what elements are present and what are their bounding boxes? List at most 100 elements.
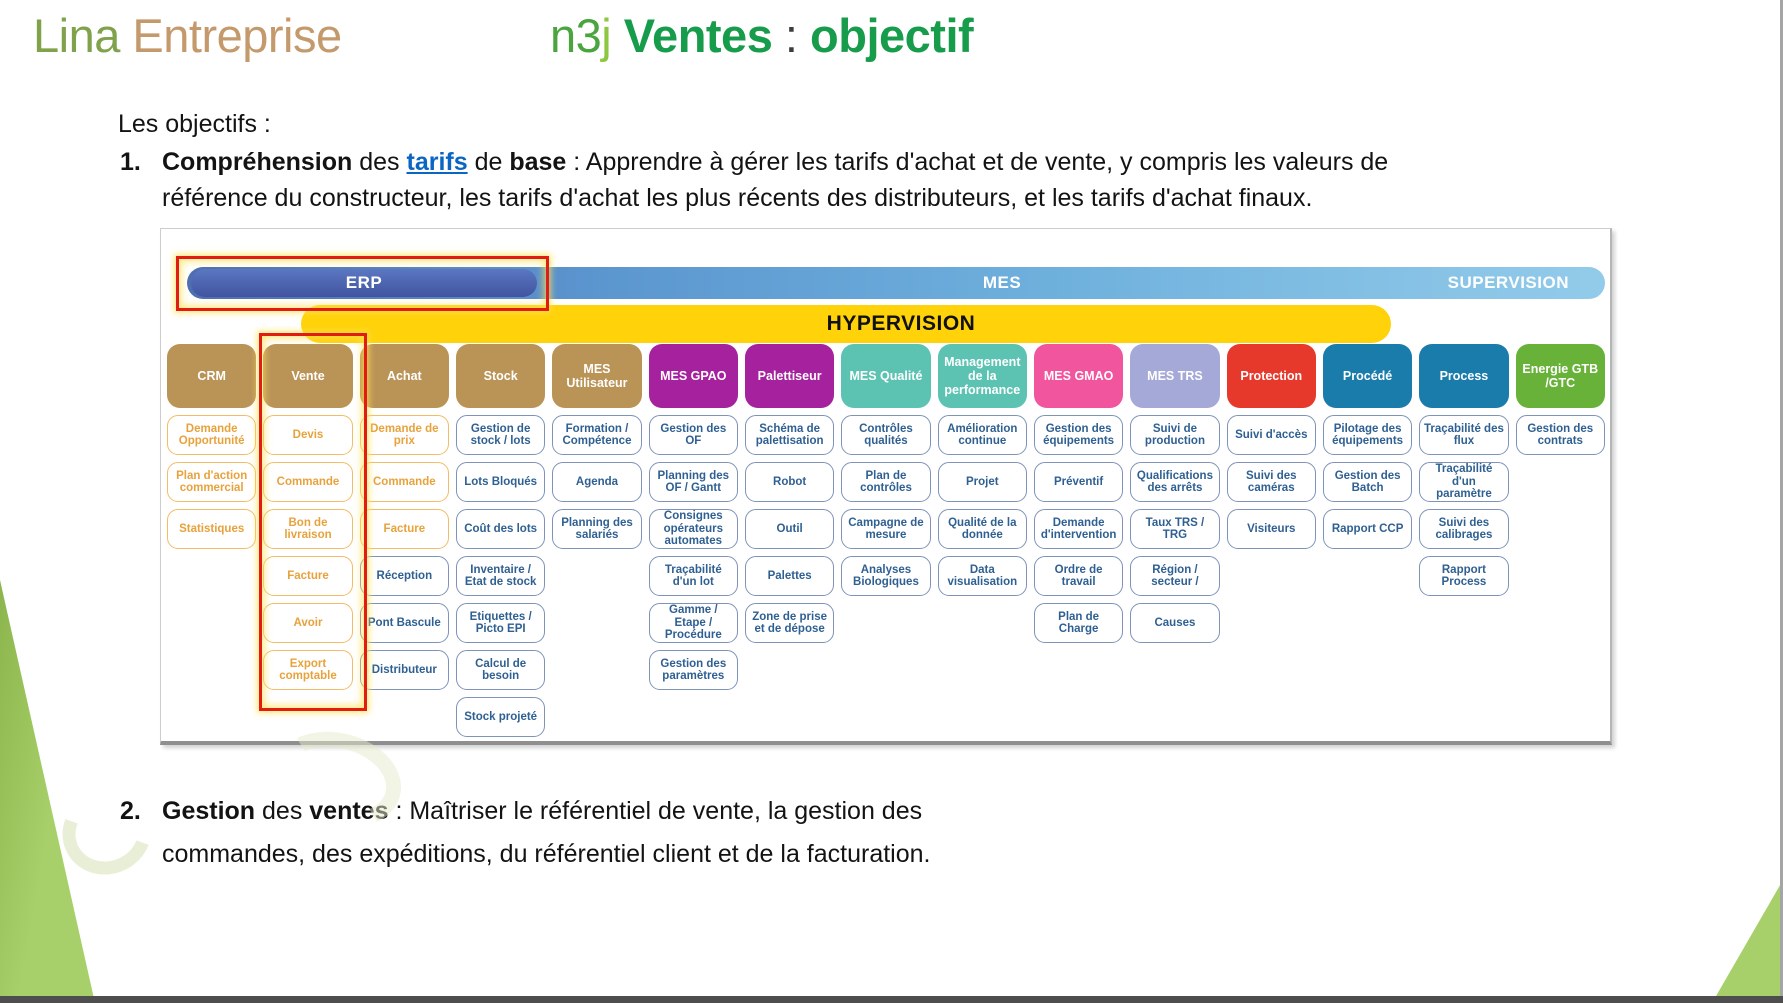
corner-decoration-left: [0, 580, 95, 1003]
item-box: Pilotage des équipements: [1322, 415, 1413, 455]
item-box: Outil: [744, 509, 835, 549]
item-box: Amélioration continue: [937, 415, 1027, 455]
text-segment: de: [467, 148, 510, 176]
window-right-edge: [1780, 0, 1783, 1003]
item-box: Préventif: [1033, 462, 1124, 502]
item-box: Planning des OF / Gantt: [648, 462, 738, 502]
column-header: MES Qualité: [841, 344, 931, 408]
item-box: Analyses Biologiques: [841, 556, 931, 596]
item-box: Zone de prise et de dépose: [744, 603, 835, 643]
item-box: Gamme / Etape / Procédure: [648, 603, 738, 643]
text-segment: base: [509, 148, 567, 176]
objective-text: Gestion des ventes : Maîtriser le référe…: [162, 790, 932, 876]
item-box: Agenda: [552, 462, 642, 502]
column-header: MES GMAO: [1033, 344, 1124, 408]
item-box: Qualité de la donnée: [937, 509, 1027, 549]
objectives-intro: Les objectifs :: [118, 110, 271, 138]
item-box: Distributeur: [359, 650, 449, 690]
column-header: CRM: [167, 344, 257, 408]
item-box: Export comptable: [263, 650, 353, 690]
item-box: Suivi des caméras: [1226, 462, 1316, 502]
corner-decoration-right: [1712, 880, 1783, 1003]
column-header: MES GPAO: [648, 344, 738, 408]
hypervision-bar: HYPERVISION: [301, 305, 1391, 343]
objective-number: 1.: [120, 148, 141, 176]
column-header: Stock: [455, 344, 546, 408]
erp-segment: ERP: [191, 269, 537, 297]
item-box: Lots Bloqués: [455, 462, 546, 502]
objective-number: 2.: [120, 797, 141, 825]
column-header: Management de la performance: [937, 344, 1027, 408]
item-box: Etiquettes / Picto EPI: [455, 603, 546, 643]
item-box: Gestion des équipements: [1033, 415, 1124, 455]
column-header: Process: [1419, 344, 1509, 408]
item-box: Plan de contrôles: [841, 462, 931, 502]
column-header: Achat: [359, 344, 449, 408]
item-box: Robot: [744, 462, 835, 502]
mes-label-wrap: MES: [932, 267, 1072, 299]
objective-item-1: 1.Compréhension des tarifs de base : App…: [120, 144, 1482, 216]
item-box: Traçabilité d'un paramètre: [1419, 462, 1509, 502]
column-header: MES Utilisateur: [552, 344, 642, 408]
supervision-label-wrap: SUPERVISION: [1448, 267, 1569, 299]
item-box: Bon de livraison: [263, 509, 353, 549]
item-box: Schéma de palettisation: [744, 415, 835, 455]
item-box: Statistiques: [167, 509, 257, 549]
column-header: MES TRS: [1130, 344, 1220, 408]
column-header: Palettiseur: [744, 344, 835, 408]
item-box: Inventaire / Etat de stock: [455, 556, 546, 596]
item-box: Qualifications des arrêts: [1130, 462, 1220, 502]
item-box: Traçabilité des flux: [1419, 415, 1509, 455]
text-segment: j: [601, 9, 612, 62]
erp-label: ERP: [345, 273, 383, 292]
text-segment: Entreprise: [132, 9, 342, 62]
item-box: Taux TRS / TRG: [1130, 509, 1220, 549]
text-segment: Compréhension: [162, 148, 353, 176]
item-box: Gestion de stock / lots: [455, 415, 546, 455]
highlight-box-vente: [259, 333, 367, 711]
item-box: Facture: [263, 556, 353, 596]
item-box: Pont Bascule: [359, 603, 449, 643]
text-segment: [611, 9, 624, 62]
item-box: Traçabilité d'un lot: [648, 556, 738, 596]
levels-bar: ERP MES SUPERVISION: [187, 267, 1605, 299]
item-box: Suivi de production: [1130, 415, 1220, 455]
column-energie-gtb-gtc: Energie GTB /GTC Gestion des contrats: [1515, 344, 1605, 737]
item-box: Commande: [263, 462, 353, 502]
item-box: Campagne de mesure: [841, 509, 931, 549]
window-bottom-edge: [0, 996, 1783, 1003]
item-box: Contrôles qualités: [841, 415, 931, 455]
column-header: Protection: [1226, 344, 1316, 408]
item-box: Data visualisation: [937, 556, 1027, 596]
item-box: Réception: [359, 556, 449, 596]
item-box: Suivi d'accès: [1226, 415, 1316, 455]
item-box: Visiteurs: [1226, 509, 1316, 549]
brand-title: Lina Entreprise: [33, 8, 342, 63]
item-box: Plan d'action commercial: [167, 462, 257, 502]
column-header: Energie GTB /GTC: [1515, 344, 1605, 408]
item-box: Calcul de besoin: [455, 650, 546, 690]
item-box: Formation / Compétence: [552, 415, 642, 455]
item-box: Avoir: [263, 603, 353, 643]
tarifs-link[interactable]: tarifs: [406, 148, 468, 176]
item-box: Suivi des calibrages: [1419, 509, 1509, 549]
text-segment: :: [772, 9, 811, 62]
item-box: Consignes opérateurs automates: [648, 509, 738, 549]
item-box: Rapport CCP: [1322, 509, 1413, 549]
item-box: Gestion des paramètres: [648, 650, 738, 690]
supervision-label: SUPERVISION: [1447, 273, 1569, 292]
item-box: Commande: [359, 462, 449, 502]
item-box: Gestion des contrats: [1515, 415, 1605, 455]
